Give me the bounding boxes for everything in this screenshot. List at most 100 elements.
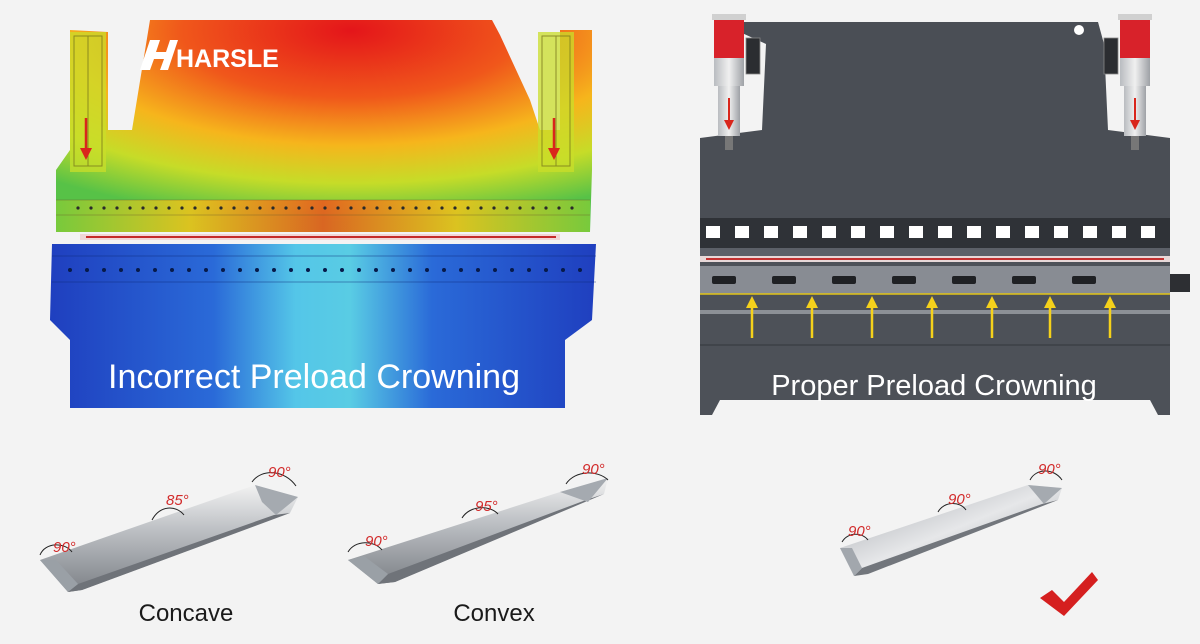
proper-caption: Proper Preload Crowning	[771, 370, 1097, 402]
clamp-block	[735, 226, 749, 238]
bolt-dot	[128, 206, 132, 210]
bolt-dot	[493, 268, 497, 272]
bolt-dot	[323, 206, 327, 210]
bolt-dot	[238, 268, 242, 272]
clamp-block	[851, 226, 865, 238]
proper-crowning-panel: Proper Preload Crowning	[700, 14, 1190, 415]
bolt-dot	[310, 206, 314, 210]
crowning-wedges	[712, 276, 1096, 284]
bolt-dot	[136, 268, 140, 272]
bolt-dot	[414, 206, 418, 210]
bolt-dot	[289, 268, 293, 272]
crowning-force-arrows	[746, 296, 1116, 338]
wedge-slot	[892, 276, 916, 284]
up-arrow-icon	[1104, 296, 1116, 338]
wedge-slot	[1072, 276, 1096, 284]
bolt-dot	[187, 268, 191, 272]
bolt-dot	[425, 268, 429, 272]
clamp-block	[706, 226, 720, 238]
bolt-dot	[570, 206, 574, 210]
clamp-block	[1083, 226, 1097, 238]
clamp-block	[1054, 226, 1068, 238]
bolt-dot	[221, 268, 225, 272]
bolt-dot	[258, 206, 262, 210]
clamp-block	[909, 226, 923, 238]
lower-bed	[50, 244, 596, 408]
up-arrow-icon	[866, 296, 878, 338]
bolt-dot	[102, 268, 106, 272]
convex-workpiece	[348, 478, 608, 584]
sample-convex: 90° 95° 90° Convex	[347, 461, 609, 627]
bolt-dot	[272, 268, 276, 272]
bolt-dot	[340, 268, 344, 272]
cylinder-right	[1103, 14, 1152, 150]
bolt-dot	[232, 206, 236, 210]
wedge-slot	[772, 276, 796, 284]
bolt-dot	[375, 206, 379, 210]
press-bed	[700, 262, 1170, 415]
bolt-dot	[306, 268, 310, 272]
clamp-block	[1025, 226, 1039, 238]
bolt-dot	[180, 206, 184, 210]
bolt-dot	[76, 206, 80, 210]
concave-angle-right: 90°	[268, 464, 291, 481]
side-handle	[1170, 274, 1190, 292]
bolt-dot	[459, 268, 463, 272]
wedge-slot	[1012, 276, 1036, 284]
upper-ram	[56, 20, 592, 232]
up-arrow-icon	[986, 296, 998, 338]
convex-angle-left: 90°	[365, 533, 388, 550]
checkmark-icon	[1040, 572, 1098, 616]
clamp-block	[764, 226, 778, 238]
bed-bolts	[68, 268, 582, 272]
bolt-dot	[388, 206, 392, 210]
bolt-dot	[193, 206, 197, 210]
convex-angle-right: 90°	[582, 461, 605, 478]
bolt-dot	[271, 206, 275, 210]
correct-angle-middle: 90°	[948, 491, 971, 508]
bolt-dot	[510, 268, 514, 272]
clamp-block	[822, 226, 836, 238]
bolt-dot	[336, 206, 340, 210]
bolt-dot	[578, 268, 582, 272]
bolt-dot	[204, 268, 208, 272]
bolt-dot	[85, 268, 89, 272]
bolt-dot	[479, 206, 483, 210]
bolt-dot	[374, 268, 378, 272]
bolt-dot	[453, 206, 457, 210]
concave-angle-left: 90°	[53, 539, 76, 556]
concave-workpiece	[40, 485, 298, 592]
bolt-dot	[323, 268, 327, 272]
up-arrow-icon	[746, 296, 758, 338]
down-arrow-icon	[724, 120, 734, 130]
convex-label: Convex	[453, 600, 534, 627]
bolt-dot	[68, 268, 72, 272]
beam-bolts	[76, 206, 574, 210]
incorrect-crowning-panel: HARSLE Incorrect Preload Crowning	[50, 20, 596, 408]
bolt-dot	[349, 206, 353, 210]
sample-concave: 90° 85° 90° Concave	[39, 464, 298, 627]
bolt-dot	[153, 268, 157, 272]
wedge-slot	[832, 276, 856, 284]
bolt-dot	[245, 206, 249, 210]
clamp-block	[793, 226, 807, 238]
up-arrow-icon	[926, 296, 938, 338]
bolt-dot	[408, 268, 412, 272]
bolt-dot	[89, 206, 93, 210]
brand-name: HARSLE	[176, 45, 279, 73]
up-arrow-icon	[1044, 296, 1056, 338]
bolt-dot	[170, 268, 174, 272]
bolt-dot	[119, 268, 123, 272]
clamp-block	[996, 226, 1010, 238]
clamp-block	[1141, 226, 1155, 238]
convex-angle-middle: 95°	[475, 498, 498, 515]
incorrect-caption: Incorrect Preload Crowning	[108, 358, 520, 396]
bolt-dot	[206, 206, 210, 210]
correct-workpiece	[840, 485, 1062, 576]
cylinder-left	[712, 14, 761, 150]
bolt-dot	[531, 206, 535, 210]
bolt-dot	[427, 206, 431, 210]
wedge-slot	[952, 276, 976, 284]
bolt-dot	[466, 206, 470, 210]
